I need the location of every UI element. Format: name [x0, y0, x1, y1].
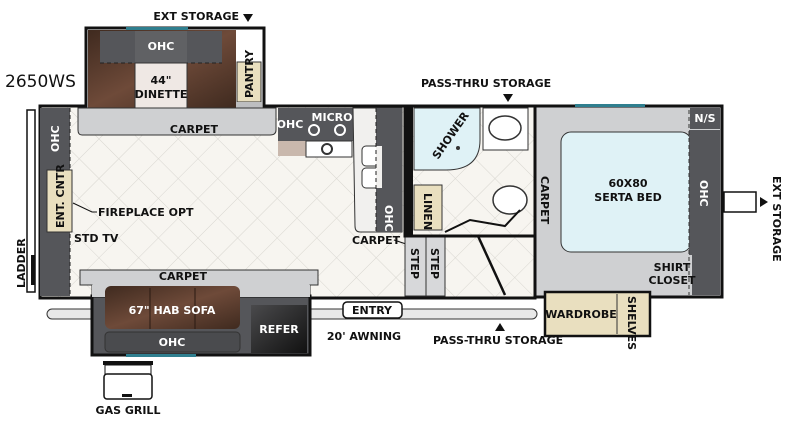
- kitchen: [278, 107, 403, 233]
- entry-label: ENTRY: [352, 304, 393, 317]
- step-2-label: STEP: [428, 248, 441, 279]
- kitchen-ohc-right-label: OHC: [382, 205, 395, 232]
- refrigerator-label: REFER: [259, 323, 299, 336]
- linen-label: LINEN: [421, 193, 434, 230]
- ext-storage-right-label: EXT STORAGE: [770, 176, 783, 262]
- dinette-label: DINETTE: [135, 88, 188, 101]
- step-1-label: STEP: [408, 248, 421, 279]
- ladder: [26, 109, 36, 293]
- fireplace-label: FIREPLACE OPT: [98, 206, 194, 219]
- carpet-entry-label: CARPET: [352, 234, 401, 247]
- carpet-living-label: CARPET: [159, 270, 208, 283]
- awning-label: 20' AWNING: [327, 330, 401, 343]
- pantry-label: PANTRY: [243, 49, 256, 98]
- pass-thru-bottom-label: PASS-THRU STORAGE: [433, 334, 563, 347]
- left-ohc-label: OHC: [49, 125, 62, 152]
- carpet-bedroom-label: CARPET: [538, 176, 551, 225]
- ladder-label: LADDER: [15, 238, 28, 288]
- sofa-label: 67" HAB SOFA: [129, 304, 216, 317]
- sofa-ohc-label: OHC: [159, 336, 186, 349]
- std-tv-label: STD TV: [74, 232, 119, 245]
- dinette-size-label: 44": [150, 74, 171, 87]
- shirt-closet-label-1: SHIRT: [654, 261, 691, 274]
- microwave-label: MICRO: [312, 111, 353, 124]
- shelves-label: SHELVES: [625, 296, 638, 350]
- wardrobe: [543, 290, 652, 338]
- bed-size-label: 60X80: [608, 177, 647, 190]
- bedroom-ohc-label: OHC: [697, 180, 710, 207]
- dinette-slideout: [84, 26, 266, 119]
- arrow-up-icon: [495, 323, 505, 331]
- wardrobe-label: WARDROBE: [545, 308, 616, 321]
- dinette-carpet: [77, 107, 277, 136]
- ent-cntr-label: ENT. CNTR: [54, 164, 67, 228]
- nightstand-label: N/S: [694, 112, 715, 125]
- kitchen-ohc-label: OHC: [277, 118, 304, 131]
- model-name: 2650WS: [5, 72, 76, 92]
- bedroom: [533, 104, 724, 299]
- bathroom: [403, 104, 537, 296]
- arrow-down-icon: [243, 14, 253, 22]
- shirt-closet-label-2: CLOSET: [649, 274, 696, 287]
- sofa-slideout: [90, 285, 312, 357]
- pass-thru-top-label: PASS-THRU STORAGE: [421, 77, 551, 90]
- bed-label: SERTA BED: [594, 191, 661, 204]
- entertainment-center: [46, 169, 73, 233]
- gas-grill: [103, 361, 153, 400]
- ext-storage-right: [723, 191, 757, 213]
- entry-door: [342, 301, 403, 319]
- gas-grill-label: GAS GRILL: [96, 404, 161, 417]
- dinette-ohc-label: OHC: [148, 40, 175, 53]
- carpet-dinette-label: CARPET: [170, 123, 219, 136]
- ext-storage-top-label: EXT STORAGE: [153, 10, 239, 23]
- arrow-down-icon: [503, 94, 513, 102]
- arrow-left-icon: [760, 197, 768, 207]
